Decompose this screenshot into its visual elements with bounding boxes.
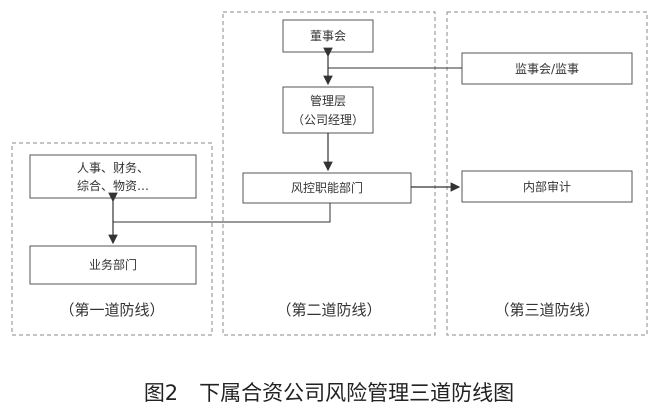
- risk-control-box: [242, 172, 412, 204]
- business-dept-box: [29, 245, 197, 285]
- internal-audit-box: [461, 170, 633, 203]
- risk-to-first-line-connector: [113, 203, 331, 223]
- zone-second-label: （第二道防线）: [276, 301, 381, 319]
- management-label-line1: 管理层: [310, 93, 346, 108]
- figure-caption: 图2 下属合资公司风险管理三道防线图: [144, 381, 514, 405]
- management-box: [282, 86, 374, 134]
- zone-third-label: （第三道防线）: [494, 301, 599, 319]
- supervisors-box: [461, 52, 633, 85]
- board-box: [282, 19, 374, 53]
- zone-second-frame: [222, 11, 436, 336]
- board-label: 董事会: [310, 29, 346, 43]
- zone-third-frame: [446, 11, 648, 336]
- hr-finance-label-line2: 综合、物资…: [77, 178, 149, 193]
- supervisors-label: 监事会/监事: [515, 62, 579, 76]
- management-label-line2: （公司经理）: [292, 113, 364, 127]
- hr-finance-label-line1: 人事、财务、: [77, 160, 149, 175]
- zone-first-label: （第一道防线）: [59, 301, 164, 319]
- internal-audit-label: 内部审计: [523, 179, 571, 194]
- hr-finance-box: [29, 154, 197, 199]
- zone-first-frame: [11, 142, 213, 336]
- business-dept-label: 业务部门: [89, 257, 137, 272]
- risk-control-label: 风控职能部门: [291, 180, 363, 195]
